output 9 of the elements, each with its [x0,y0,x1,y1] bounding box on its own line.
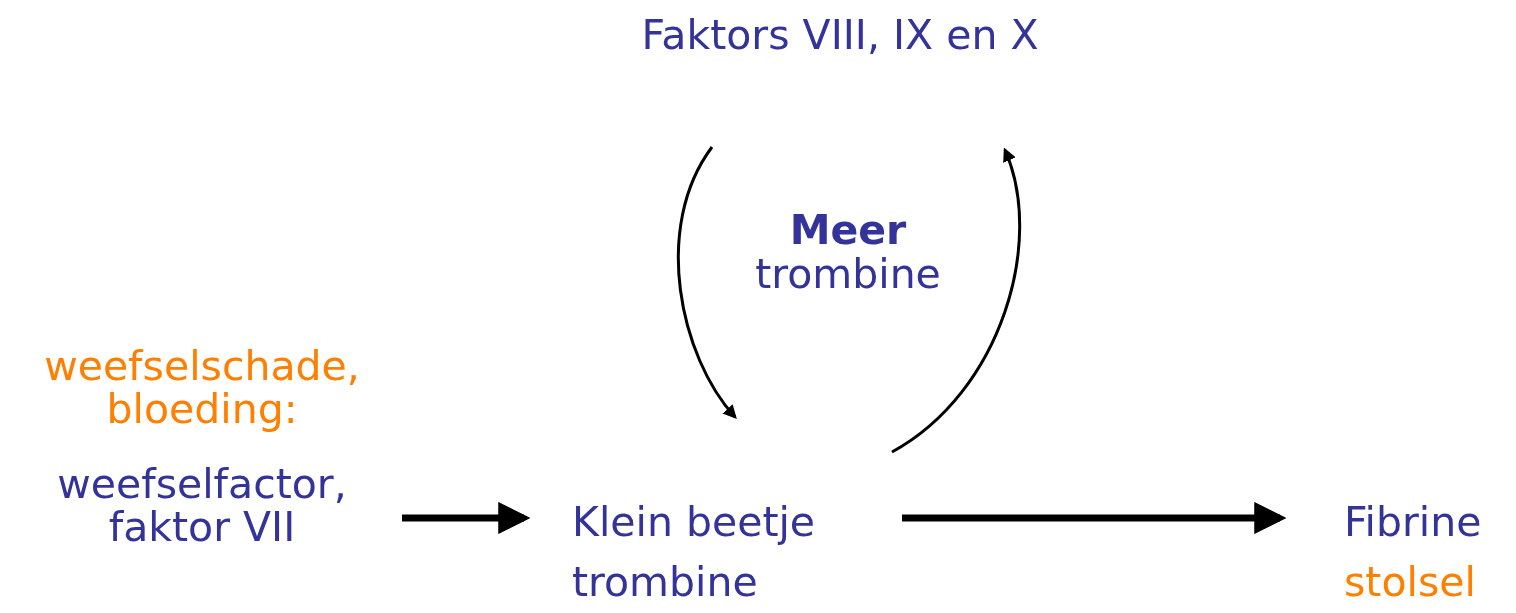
cycle-label: Meer trombine [754,208,942,296]
factor-label: Faktors VIII, IX en X [640,10,1040,61]
factor-label: weefselfactor, faktor VII [56,463,348,549]
trigger-label: weefselschade, bloeding: [43,345,361,431]
clot-label: stolsel [1344,557,1477,608]
thrombin-label: Klein beetje trombine [572,497,817,608]
arrow [891,147,1022,454]
fibrin-label: Fibrine [1344,497,1483,548]
arrow [677,146,737,420]
